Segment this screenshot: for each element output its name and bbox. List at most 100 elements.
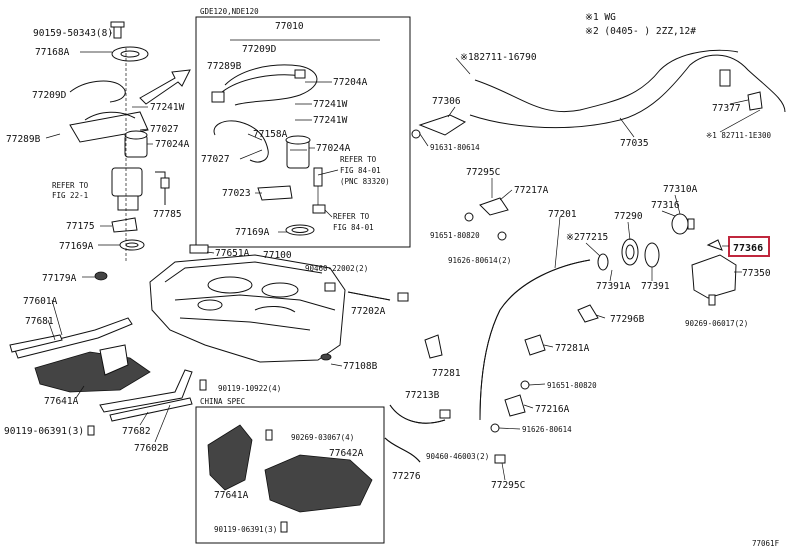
label-90119-10922: 90119-10922(4) [218, 384, 281, 393]
filler-neck-77290 [621, 238, 639, 266]
label-91651-80820-b: 91651-80820 [547, 381, 597, 390]
inset-harness [211, 64, 318, 106]
note-2zz: ※2 (0405- ) 2ZZ,12# [585, 26, 696, 37]
label-77168a: 77168A [35, 47, 70, 58]
hose-77202a-inner [347, 291, 391, 301]
label-77108b: 77108B [343, 361, 378, 372]
label-182711-16790: ※182711-16790 [460, 52, 537, 63]
fuel-cap [671, 213, 695, 235]
clamps-46003 [439, 409, 506, 464]
label-77681: 77681 [25, 316, 54, 327]
label-77641a-left: 77641A [44, 396, 79, 407]
label-77201: 77201 [548, 209, 577, 220]
highlight-box-77366[interactable] [728, 236, 770, 257]
fuel-tank [149, 244, 346, 363]
label-77213b: 77213B [405, 390, 440, 401]
label-91626-80614-a: 91626-80614(2) [448, 256, 511, 265]
bolt-91631 [411, 129, 421, 139]
bolt-91626-b [490, 423, 500, 433]
opener-cable-2 [469, 54, 786, 129]
ref-84-01-a-line3: (PNC 83320) [340, 177, 390, 186]
inset-fuel-pump [285, 135, 311, 169]
label-77175: 77175 [66, 221, 95, 232]
inset-leader-lines [239, 81, 339, 233]
china-spec-title: CHINA SPEC [200, 397, 245, 406]
label-77682: 77682 [122, 426, 151, 437]
lever-77306 [418, 114, 467, 136]
part-77366 [706, 239, 723, 251]
ring-77391 [644, 242, 660, 268]
label-77216a: 77216A [535, 404, 570, 415]
label-77602b: 77602B [134, 443, 169, 454]
label-77601a: 77601A [23, 296, 58, 307]
gasket-left [119, 239, 145, 251]
label-77024a-inset: 77024A [316, 143, 351, 154]
label-91626-80614-b: 91626-80614 [522, 425, 572, 434]
label-277215: ※277215 [566, 232, 608, 243]
pump-body-left [124, 130, 148, 158]
label-77241w-inset-1: 77241W [313, 99, 348, 110]
label-77391: 77391 [641, 281, 670, 292]
label-77391a: 77391A [596, 281, 631, 292]
bolt-03067 [265, 429, 273, 441]
label-77241w-inset-2: 77241W [313, 115, 348, 126]
label-77027-inset: 77027 [201, 154, 230, 165]
plug-77179a [94, 271, 108, 281]
bolt-left [87, 425, 95, 436]
label-90460-22002: 90460-22002(2) [305, 264, 368, 273]
label-77290: 77290 [614, 211, 643, 222]
label-77295c-bottom: 77295C [491, 480, 525, 491]
hose-77276 [384, 437, 421, 463]
label-77202a: 77202A [351, 306, 386, 317]
label-77241w-left: 77241W [150, 102, 185, 113]
label-90119-06391-left: 90119-06391(3) [4, 426, 84, 437]
clamp-22002 [324, 282, 409, 302]
protector-77641a-china [207, 424, 253, 491]
ref-84-01-b-line2: FIG 84-01 [333, 223, 374, 232]
label-77209d-inset: 77209D [242, 44, 277, 55]
label-90269-03067: 90269-03067(4) [291, 433, 354, 442]
direction-arrow [139, 69, 191, 105]
label-90119-06391-china: 90119-06391(3) [214, 525, 277, 534]
label-77785: 77785 [153, 209, 182, 220]
label-77035: 77035 [620, 138, 649, 149]
label-90460-46003: 90460-46003(2) [426, 452, 489, 461]
label-77169a-inset: 77169A [235, 227, 270, 238]
ref-84-01-b-line1: REFER TO [333, 212, 370, 221]
bolt-10922 [199, 379, 207, 391]
label-77289b-inset: 77289B [207, 61, 242, 72]
hose-77276-inner [384, 437, 421, 463]
left-harness [69, 80, 126, 103]
label-77296b: 77296B [610, 314, 645, 325]
inset-hose [213, 120, 269, 163]
clip-77281 [424, 334, 443, 359]
label-77642a: 77642A [329, 448, 364, 459]
hose-77213b-inner [389, 404, 446, 424]
bolt-06017 [708, 294, 716, 306]
pump-plate [69, 111, 149, 143]
plug-77108b [320, 353, 332, 361]
screw-top [110, 21, 125, 39]
label-77209d-left: 77209D [32, 90, 67, 101]
label-91651-80820-a: 91651-80820 [430, 231, 480, 240]
note-wg: ※1 WG [585, 12, 616, 23]
label-77158a: 77158A [253, 129, 288, 140]
label-77651a: 77651A [215, 248, 250, 259]
label-77179a: 77179A [42, 273, 77, 284]
label-77350: 77350 [742, 268, 771, 279]
label-77310a: 77310A [663, 184, 698, 195]
label-77204a: 77204A [333, 77, 368, 88]
inset-sender [312, 167, 326, 214]
cable-end [719, 69, 731, 87]
label-77024a-left: 77024A [155, 139, 190, 150]
label-77366[interactable]: 77366 [733, 243, 763, 254]
ref-22-1-line2: FIG 22-1 [52, 191, 88, 200]
retainer-ring [111, 46, 149, 62]
label-77295c-top: 77295C [466, 167, 500, 178]
label-77100: 77100 [263, 250, 292, 261]
bolt-91651-a [464, 212, 474, 222]
strap-77601a [9, 317, 133, 359]
label-91631-80614: 91631-80614 [430, 143, 480, 152]
